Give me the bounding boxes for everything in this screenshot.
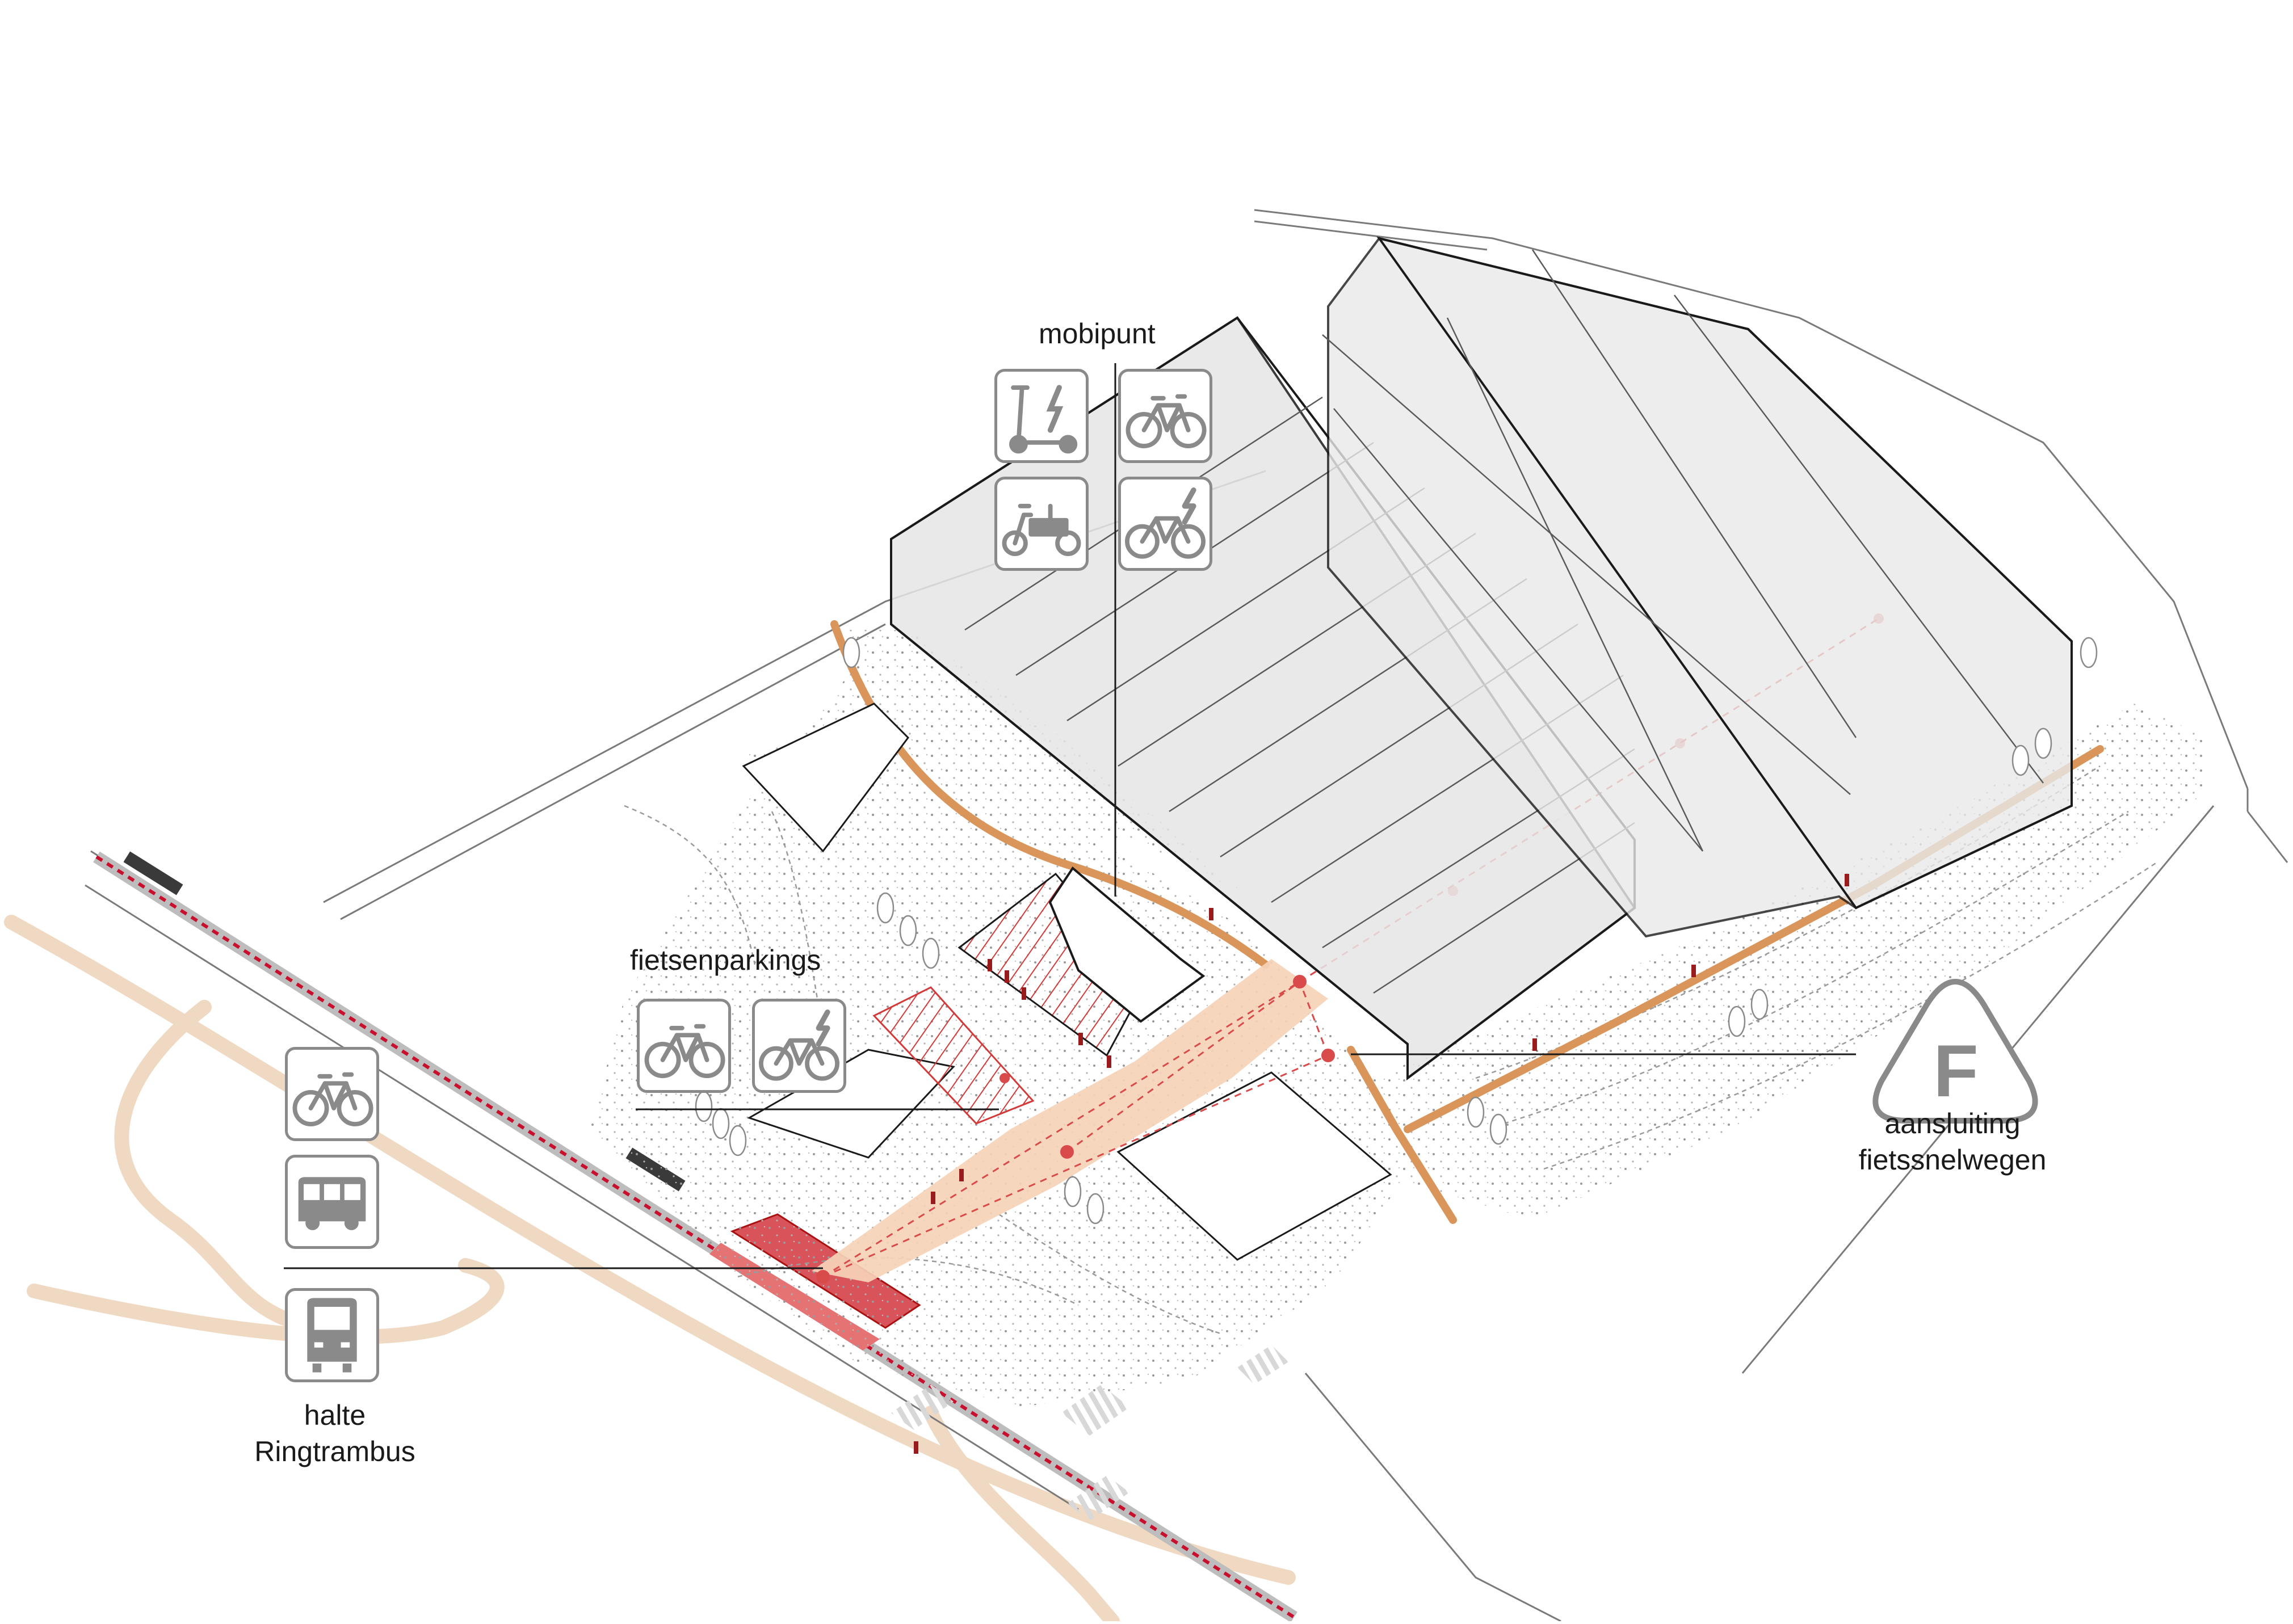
tram-bus-icon xyxy=(285,1288,379,1382)
aansluiting-label-line1: aansluiting xyxy=(1884,1108,2021,1139)
mobipunt-label: mobipunt xyxy=(1039,318,1156,350)
aansluiting-label-line2: fietssnelwegen xyxy=(1858,1144,2047,1176)
people xyxy=(914,874,1849,1454)
e-scooter-icon xyxy=(994,369,1089,463)
aansluiting-label: aansluiting fietssnelwegen xyxy=(1833,1105,2072,1178)
bicycle-icon xyxy=(285,1047,379,1141)
e-bike-icon xyxy=(752,999,846,1093)
bicycle-icon xyxy=(637,999,731,1093)
fietssnelweg-sign: F xyxy=(1872,979,2038,1124)
halte-label: halte Ringtrambus xyxy=(216,1397,454,1470)
leader-lines xyxy=(284,363,1856,1269)
bus-icon xyxy=(285,1155,379,1249)
building-front-volume xyxy=(1048,866,1206,1023)
cargo-bike-icon xyxy=(994,477,1089,571)
halte-label-line2: Ringtrambus xyxy=(254,1436,415,1467)
e-bike-icon xyxy=(1118,477,1212,571)
trees xyxy=(695,637,2098,1225)
zebra-crossings xyxy=(891,1345,1288,1521)
halte-label-line1: halte xyxy=(304,1399,366,1431)
bicycle-icon xyxy=(1118,369,1212,463)
bike-parking-areas xyxy=(872,872,1148,1125)
building-shed-right xyxy=(1322,236,2073,938)
fietsenparkings-label: fietsenparkings xyxy=(630,944,821,976)
plots xyxy=(742,702,1392,1261)
fietssnelweg-sign-letter: F xyxy=(1933,1029,1978,1112)
